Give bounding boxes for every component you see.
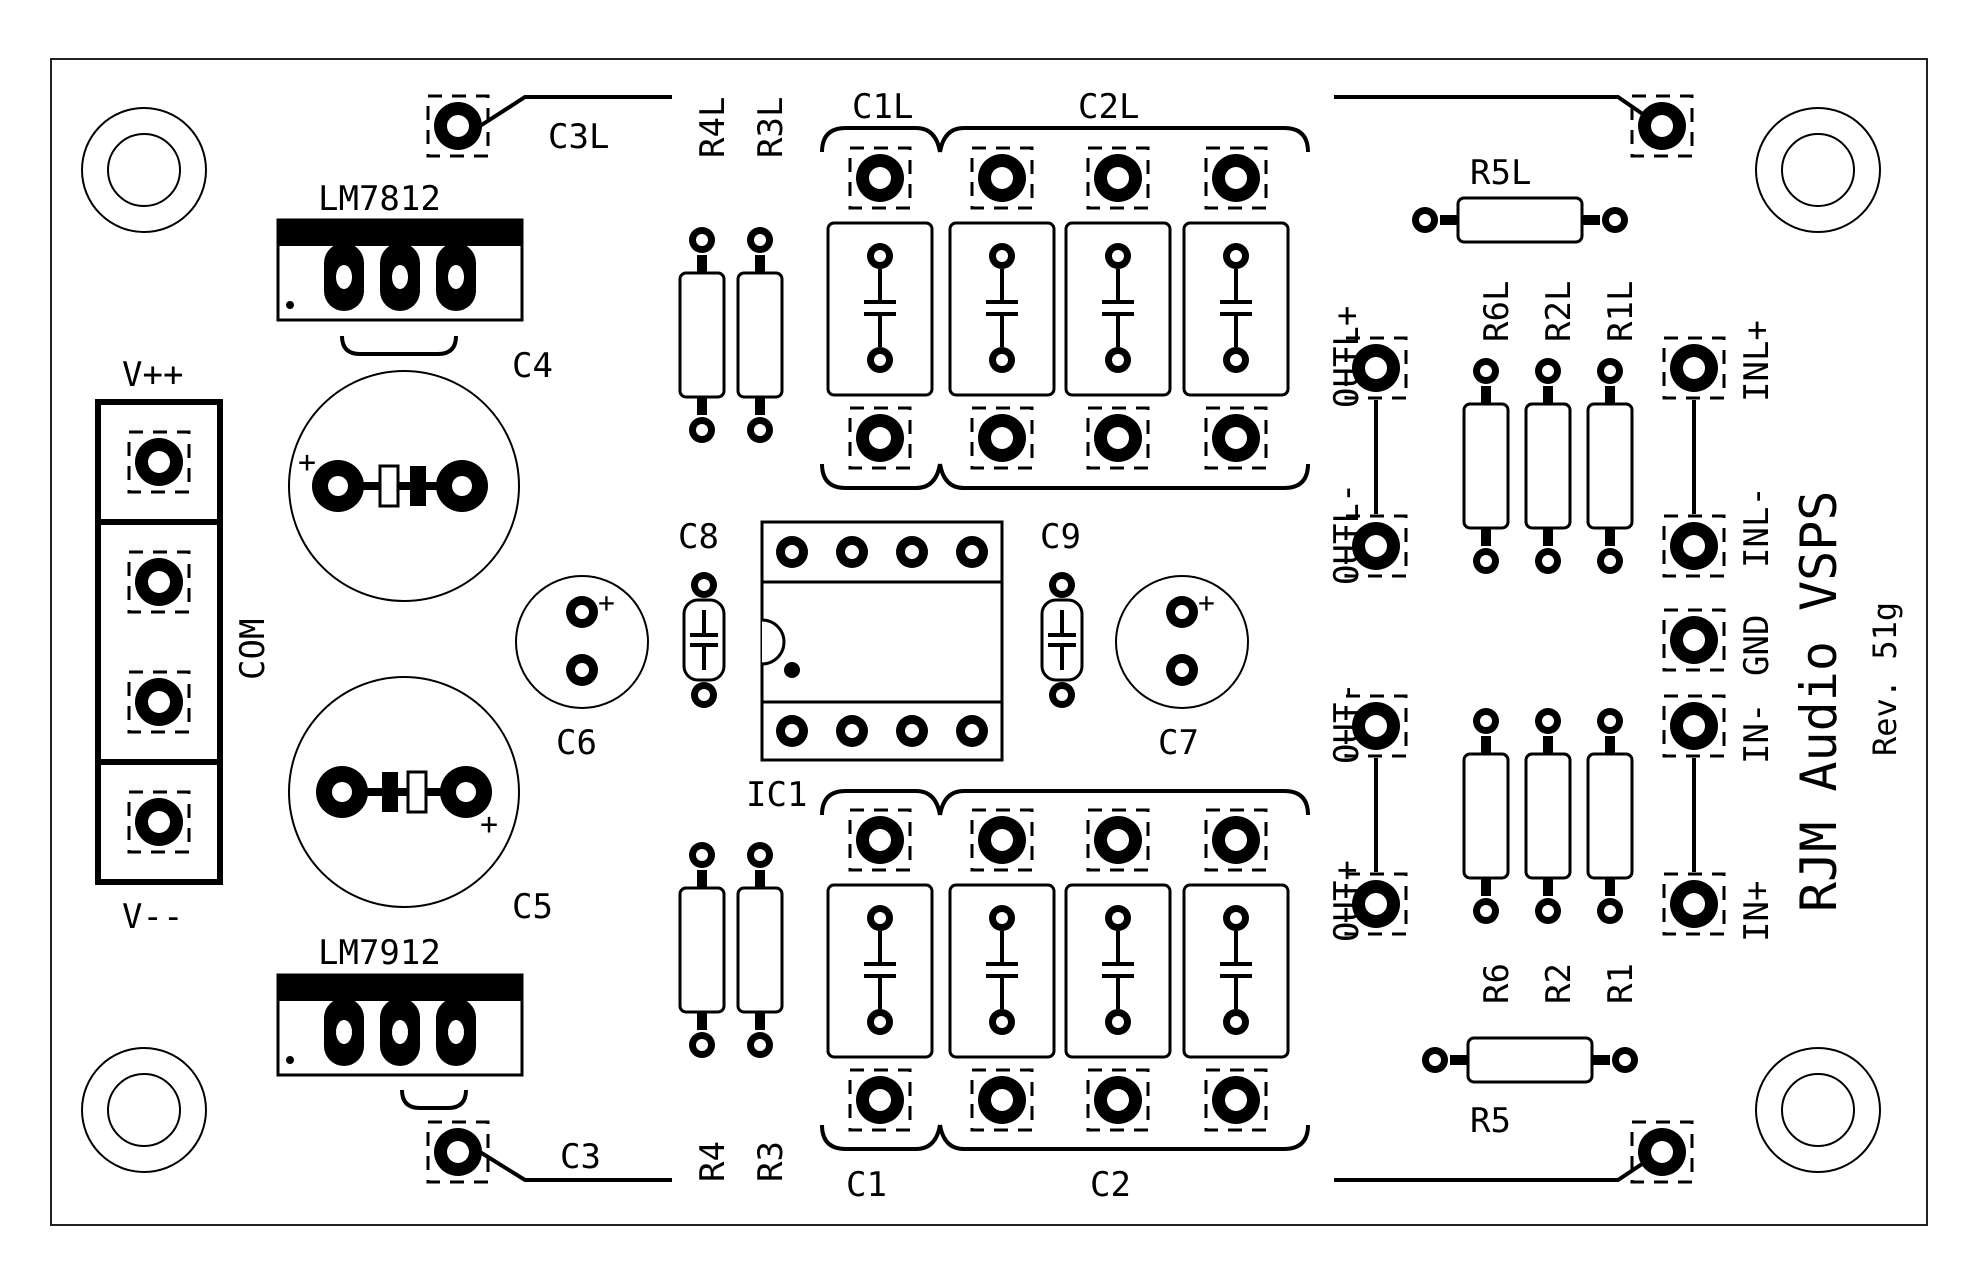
cap-c7: + C7 bbox=[1115, 575, 1249, 763]
c4-label: C4 bbox=[512, 346, 553, 386]
cap-c3l: C3L bbox=[426, 94, 672, 158]
r5l-label: R5L bbox=[1470, 153, 1531, 193]
pad-bottom-right bbox=[1630, 1120, 1694, 1184]
c1l-label: C1L bbox=[852, 87, 913, 127]
com-label: COM bbox=[233, 619, 273, 680]
vpp-label: V++ bbox=[122, 355, 183, 395]
c3-label: C3 bbox=[560, 1137, 601, 1177]
r1l-label: R1L bbox=[1601, 281, 1641, 342]
resistor-r3: R3 bbox=[738, 842, 791, 1182]
resistor-r1: R1 bbox=[1588, 708, 1641, 1004]
power-connector: V++ COM V-- bbox=[95, 355, 273, 937]
mounting-hole-top-left bbox=[81, 107, 207, 233]
c2l-label: C2L bbox=[1078, 87, 1139, 127]
vmm-label: V-- bbox=[122, 897, 183, 937]
c5-plus: + bbox=[480, 807, 498, 842]
resistor-r2l: R2L bbox=[1526, 281, 1579, 574]
out-minus-label: OUT- bbox=[1327, 682, 1367, 764]
c6-plus: + bbox=[598, 586, 615, 619]
resistor-r5l: R5L bbox=[1412, 153, 1628, 242]
cap-c1-group: C1 C2 bbox=[820, 789, 1310, 1205]
regulator-lm7912: LM7912 bbox=[276, 933, 524, 1110]
resistor-r2: R2 bbox=[1526, 708, 1579, 1004]
c2-label: C2 bbox=[1090, 1165, 1131, 1205]
in-minus-label: IN- bbox=[1737, 703, 1777, 764]
inl-minus-label: INL- bbox=[1737, 486, 1777, 568]
r5-label: R5 bbox=[1470, 1101, 1511, 1141]
resistor-r3l: R3L bbox=[738, 97, 791, 443]
c3l-label: C3L bbox=[548, 117, 609, 157]
pad-top-right bbox=[1630, 94, 1694, 158]
board-title: RJM Audio VSPS bbox=[1790, 491, 1848, 912]
resistor-r5: R5 bbox=[1422, 1038, 1638, 1141]
output-connectors: OUTL+ OUTL- OUT- OUT+ bbox=[1327, 306, 1408, 942]
c5-label: C5 bbox=[512, 887, 553, 927]
mounting-hole-bottom-right bbox=[1755, 1047, 1881, 1173]
c7-plus: + bbox=[1198, 586, 1215, 619]
r3l-label: R3L bbox=[751, 97, 791, 158]
lm7812-label: LM7812 bbox=[318, 179, 441, 219]
resistor-r6l: R6L bbox=[1464, 281, 1517, 574]
c1-label: C1 bbox=[846, 1165, 887, 1205]
cap-c4: + C4 bbox=[288, 346, 553, 602]
gnd-label: GND bbox=[1737, 615, 1777, 676]
trace-top-right bbox=[1334, 95, 1662, 128]
r4l-label: R4L bbox=[693, 97, 733, 158]
resistor-r4: R4 bbox=[680, 842, 733, 1182]
outl-minus-label: OUTL- bbox=[1327, 483, 1367, 585]
r6l-label: R6L bbox=[1477, 281, 1517, 342]
mounting-hole-top-right bbox=[1755, 107, 1881, 233]
c7-label: C7 bbox=[1158, 723, 1199, 763]
r2-label: R2 bbox=[1539, 963, 1579, 1004]
cap-c5: + C5 bbox=[288, 676, 553, 927]
resistor-r6: R6 bbox=[1464, 708, 1517, 1004]
r1-label: R1 bbox=[1601, 963, 1641, 1004]
c9-label: C9 bbox=[1040, 517, 1081, 557]
resistor-r4l: R4L bbox=[680, 97, 733, 443]
ic1-dip8: IC1 bbox=[746, 520, 1004, 815]
c8-label: C8 bbox=[678, 517, 719, 557]
board-revision: Rev. 51g bbox=[1866, 602, 1904, 756]
r2l-label: R2L bbox=[1539, 281, 1579, 342]
cap-c6: + C6 bbox=[515, 575, 649, 763]
mounting-hole-bottom-left bbox=[81, 1047, 207, 1173]
in-plus-label: IN+ bbox=[1737, 881, 1777, 942]
outl-plus-label: OUTL+ bbox=[1327, 306, 1367, 408]
cap-c3: C3 bbox=[426, 1120, 672, 1184]
inl-plus-label: INL+ bbox=[1737, 320, 1777, 402]
cap-c9: C9 bbox=[1040, 517, 1082, 708]
trace-bottom-right bbox=[1334, 1150, 1662, 1182]
resistor-r1l: R1L bbox=[1588, 281, 1641, 574]
cap-c1l-group: C1L C2L bbox=[820, 87, 1310, 490]
cap-c8: C8 bbox=[678, 517, 724, 708]
board-outline bbox=[50, 58, 1928, 1226]
out-plus-label: OUT+ bbox=[1327, 860, 1367, 942]
c4-plus: + bbox=[298, 445, 316, 480]
regulator-lm7812: LM7812 bbox=[276, 179, 524, 356]
r3-label: R3 bbox=[751, 1141, 791, 1182]
lm7912-label: LM7912 bbox=[318, 933, 441, 973]
ic1-label: IC1 bbox=[746, 775, 807, 815]
input-connectors: INL+ INL- GND IN- IN+ bbox=[1662, 320, 1777, 942]
c6-label: C6 bbox=[556, 723, 597, 763]
r4-label: R4 bbox=[693, 1141, 733, 1182]
r6-label: R6 bbox=[1477, 963, 1517, 1004]
